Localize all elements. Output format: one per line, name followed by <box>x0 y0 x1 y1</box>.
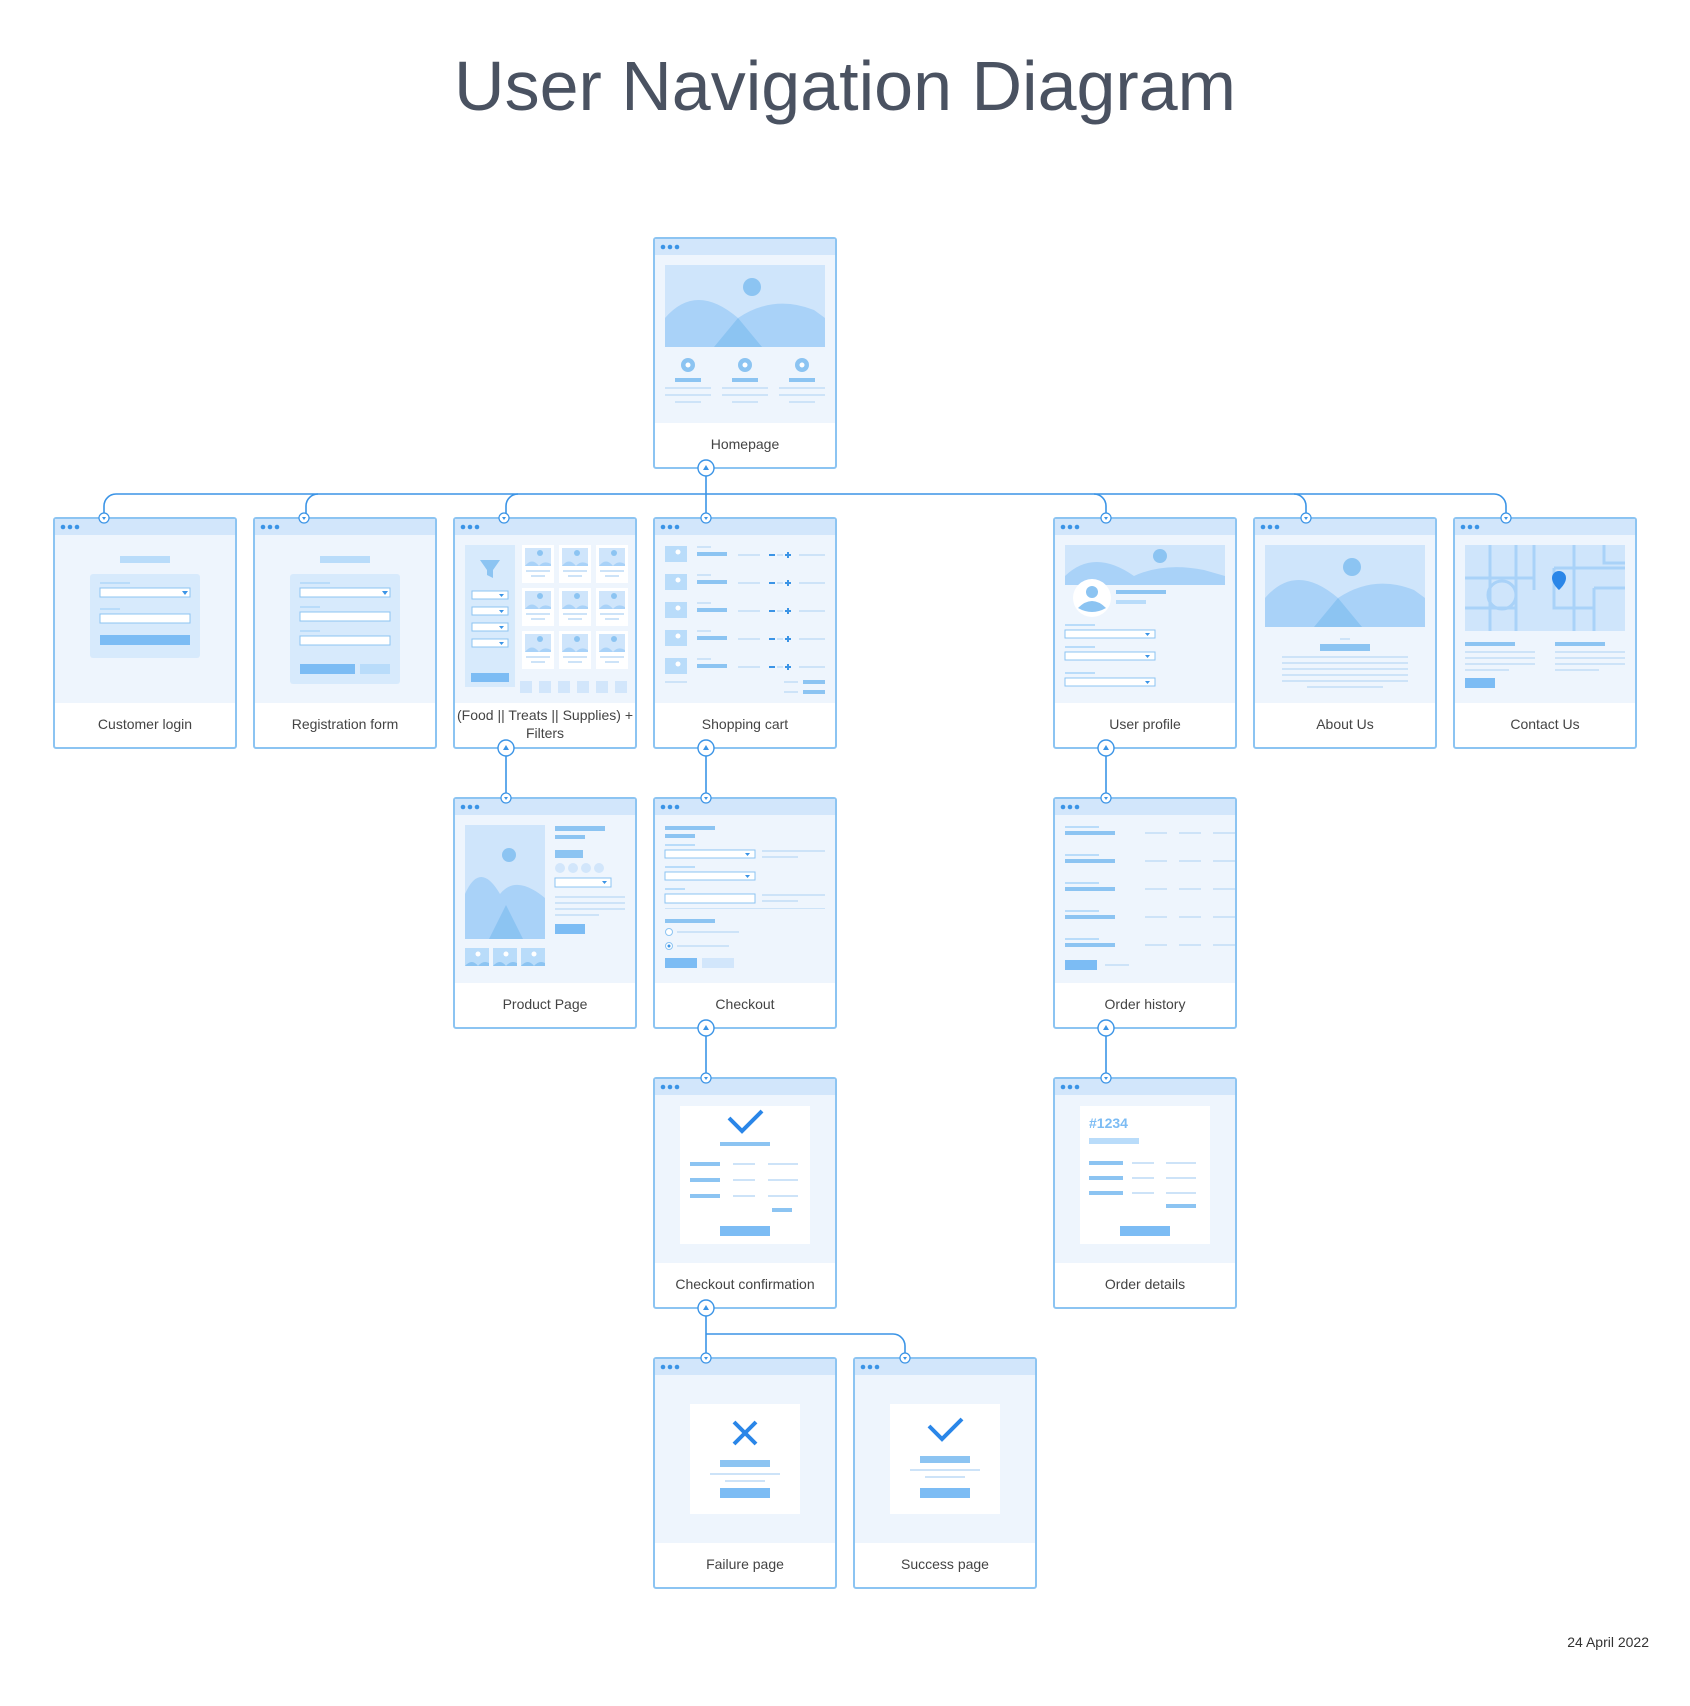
product-grid <box>522 545 628 669</box>
diagram-title: User Navigation Diagram <box>454 47 1236 125</box>
node-order-details[interactable]: #1234 Order details <box>1053 1077 1237 1309</box>
node-label: Product Page <box>503 996 588 1012</box>
node-label: Customer login <box>98 716 192 732</box>
node-registration-form[interactable]: Registration form <box>253 517 437 749</box>
node-contact-us[interactable]: Contact Us <box>1453 517 1637 749</box>
connector-bus-catalog <box>505 493 519 520</box>
node-customer-login[interactable]: Customer login <box>53 517 237 749</box>
node-catalog-filters[interactable]: (Food || Treats || Supplies) + Filters <box>453 517 637 749</box>
node-success-page[interactable]: Success page <box>853 1357 1037 1589</box>
checkmark-icon <box>927 1417 964 1442</box>
node-label: User profile <box>1109 716 1181 732</box>
node-label: Registration form <box>292 716 399 732</box>
node-label: Homepage <box>711 436 780 452</box>
node-user-profile[interactable]: User profile <box>1053 517 1237 749</box>
node-label: Contact Us <box>1510 716 1579 732</box>
close-icon <box>732 1420 758 1446</box>
node-label: (Food || Treats || Supplies) + <box>457 707 633 723</box>
node-label: About Us <box>1316 716 1374 732</box>
connector-bus-profile <box>1093 493 1107 520</box>
node-label: Checkout confirmation <box>675 1276 814 1292</box>
order-number: #1234 <box>1089 1115 1128 1131</box>
connector-bus-registration <box>305 493 319 520</box>
node-about-us[interactable]: About Us <box>1253 517 1437 749</box>
node-label: Failure page <box>706 1556 784 1572</box>
order-history-rows <box>1065 826 1235 947</box>
map-icon <box>1465 545 1625 631</box>
node-label: Filters <box>526 725 564 741</box>
checkmark-icon <box>727 1109 764 1134</box>
date-stamp: 24 April 2022 <box>1567 1634 1649 1650</box>
cart-rows <box>665 546 825 674</box>
connector-bus-about <box>1293 493 1307 520</box>
node-label: Order details <box>1105 1276 1185 1292</box>
node-product-page[interactable]: Product Page <box>453 797 637 1029</box>
connector-ports <box>98 459 1512 1364</box>
node-shopping-cart[interactable]: Shopping cart <box>653 517 837 749</box>
node-checkout-confirmation[interactable]: Checkout confirmation <box>653 1077 837 1309</box>
node-label: Shopping cart <box>702 716 789 732</box>
node-label: Checkout <box>715 996 774 1012</box>
node-checkout[interactable]: Checkout <box>653 797 837 1029</box>
node-homepage[interactable]: Homepage <box>653 237 837 469</box>
node-label: Order history <box>1105 996 1186 1012</box>
node-label: Success page <box>901 1556 989 1572</box>
node-failure-page[interactable]: Failure page <box>653 1357 837 1589</box>
connector-confirmation-results <box>705 1310 906 1360</box>
node-order-history[interactable]: Order history <box>1053 797 1237 1029</box>
